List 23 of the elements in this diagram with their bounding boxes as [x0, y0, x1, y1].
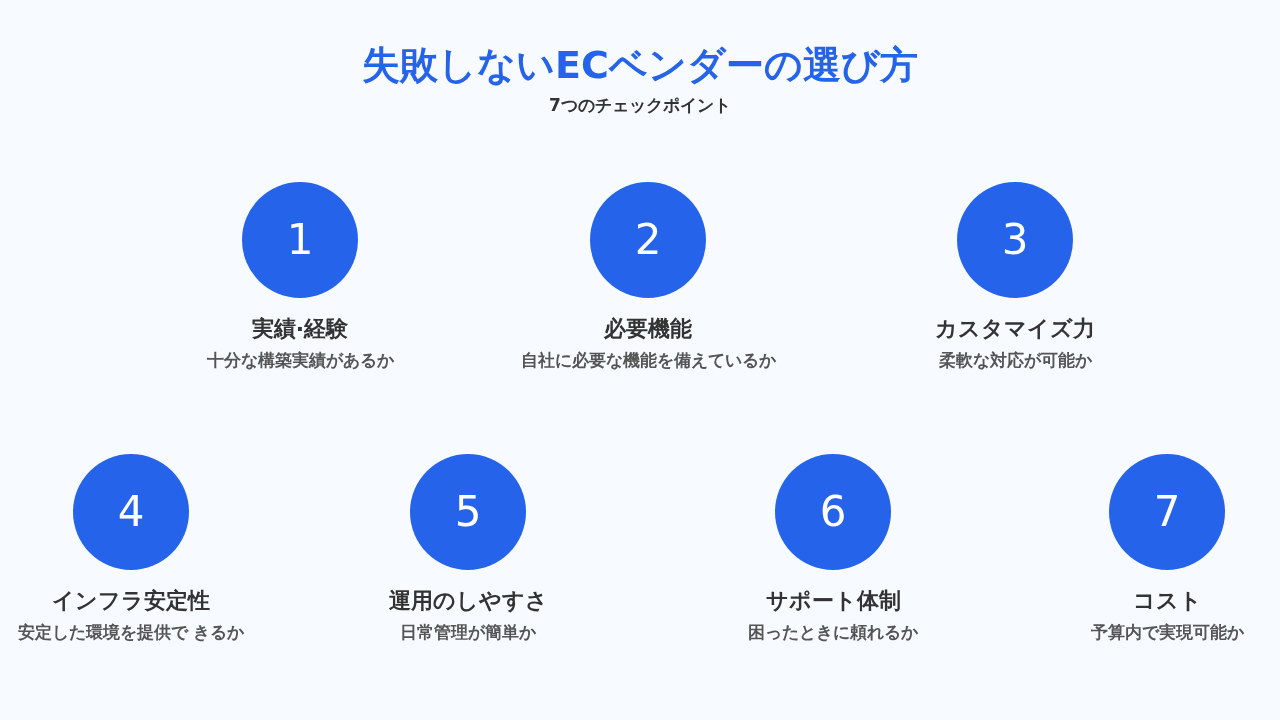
item-description: 日常管理が簡単か: [400, 621, 536, 644]
item-description: 安定した環境を提供で きるか: [17, 621, 245, 644]
number-circle: 4: [73, 454, 189, 570]
item-heading: カスタマイズ力: [935, 315, 1095, 343]
number-circle: 5: [410, 454, 526, 570]
number-circle: 2: [590, 182, 706, 298]
number-circle: 1: [242, 182, 358, 298]
number-circle: 3: [957, 182, 1073, 298]
item-heading: インフラ安定性: [52, 587, 210, 615]
page-title: 失敗しないECベンダーの選び方: [361, 42, 919, 89]
number-circle: 7: [1109, 454, 1225, 570]
item-description: 予算内で実現可能か: [1090, 621, 1244, 644]
number-circle: 6: [775, 454, 891, 570]
item-description: 自社に必要な機能を備えているか: [520, 349, 776, 372]
item-heading: サポート体制: [765, 587, 901, 615]
item-description: 困ったときに頼れるか: [748, 621, 918, 644]
item-heading: コスト: [1132, 587, 1202, 615]
item-heading: 運用のしやすさ: [388, 587, 548, 615]
item-description: 柔軟な対応が可能か: [938, 349, 1092, 372]
item-heading: 実績·経験: [251, 315, 349, 343]
item-description: 十分な構築実績があるか: [206, 349, 394, 372]
item-heading: 必要機能: [604, 315, 692, 343]
subtitle: 7つのチェックポイント: [548, 94, 732, 117]
